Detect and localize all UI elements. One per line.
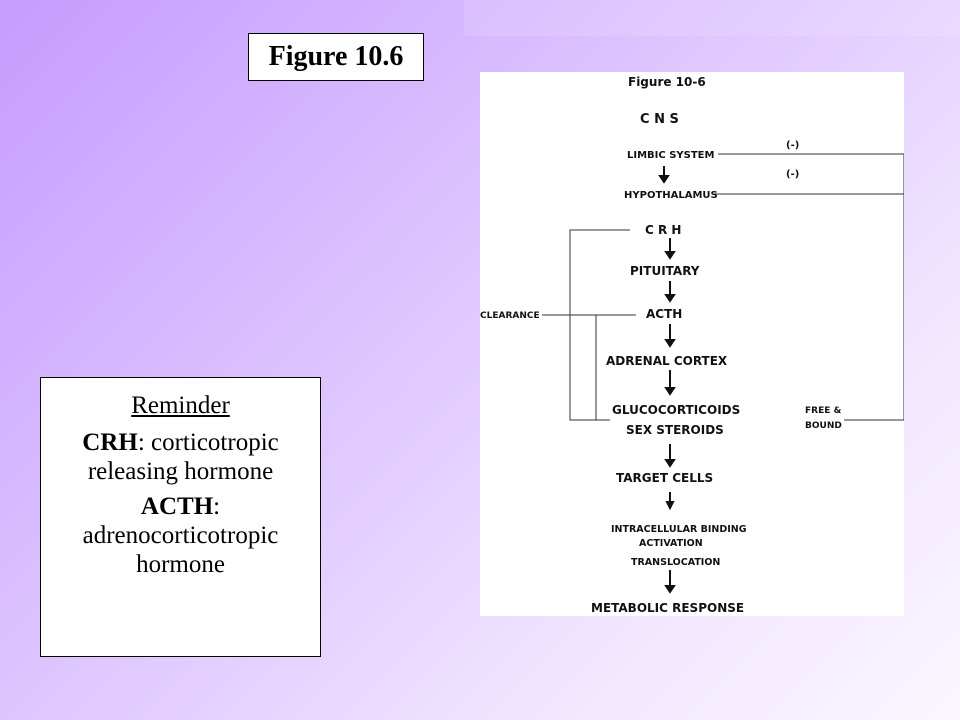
acth-definition-text: : adrenocorticotropic hormone (82, 493, 279, 578)
acth-abbreviation: ACTH (140, 493, 214, 520)
node-target-cells: TARGET CELLS (616, 471, 713, 485)
crh-loop-line (569, 229, 630, 421)
label-bound: BOUND (805, 421, 842, 431)
label-negative-feedback-2: (-) (786, 169, 799, 180)
node-metabolic-response: METABOLIC RESPONSE (591, 601, 744, 615)
diagram-labels: Figure 10-6 C N S LIMBIC SYSTEM HYPOTHAL… (480, 75, 842, 615)
arrowhead-4 (664, 339, 676, 348)
arrowhead-2 (664, 251, 676, 260)
reminder-heading: Reminder (131, 392, 230, 419)
flow-arrows (658, 166, 676, 594)
node-sex-steroids: SEX STEROIDS (626, 423, 724, 437)
node-cns: C N S (640, 112, 679, 127)
crh-definition-text: : corticotropic releasing hormone (87, 429, 279, 485)
node-translocation: TRANSLOCATION (631, 557, 720, 568)
arrowhead-5 (664, 387, 676, 396)
crh-definition: CRH: corticotropic releasing hormone (41, 428, 320, 486)
node-activation: ACTIVATION (639, 538, 703, 549)
node-hypothalamus: HYPOTHALAMUS (624, 190, 718, 201)
arrowhead-1 (658, 175, 670, 184)
node-crh: C R H (645, 223, 681, 237)
acth-definition: ACTH: adrenocorticotropic hormone (41, 492, 320, 579)
label-free-and: FREE & (805, 406, 842, 416)
arrowhead-6 (664, 459, 676, 468)
reminder-box: Reminder CRH: corticotropic releasing ho… (40, 377, 321, 657)
arrowhead-7 (665, 501, 675, 511)
diagram-svg: Figure 10-6 C N S LIMBIC SYSTEM HYPOTHAL… (480, 75, 904, 615)
crh-abbreviation: CRH (82, 429, 138, 456)
figure-title: Figure 10.6 (248, 33, 424, 81)
feedback-lines (542, 153, 904, 421)
node-pituitary: PITUITARY (630, 264, 700, 278)
node-glucocorticoids: GLUCOCORTICOIDS (612, 403, 740, 417)
arrowhead-8 (664, 585, 676, 594)
node-acth: ACTH (646, 307, 682, 321)
label-negative-feedback-1: (-) (786, 140, 799, 151)
node-adrenal-cortex: ADRENAL CORTEX (606, 354, 728, 368)
node-intracellular-binding: INTRACELLULAR BINDING (611, 524, 747, 535)
hpa-axis-diagram: Figure 10-6 C N S LIMBIC SYSTEM HYPOTHAL… (480, 72, 904, 616)
label-clearance: CLEARANCE (480, 311, 540, 321)
background-wash (464, 0, 960, 36)
node-limbic-system: LIMBIC SYSTEM (627, 150, 715, 161)
figure-title-text: Figure 10.6 (268, 41, 404, 72)
diagram-title: Figure 10-6 (628, 75, 706, 89)
arrowhead-3 (664, 294, 676, 303)
